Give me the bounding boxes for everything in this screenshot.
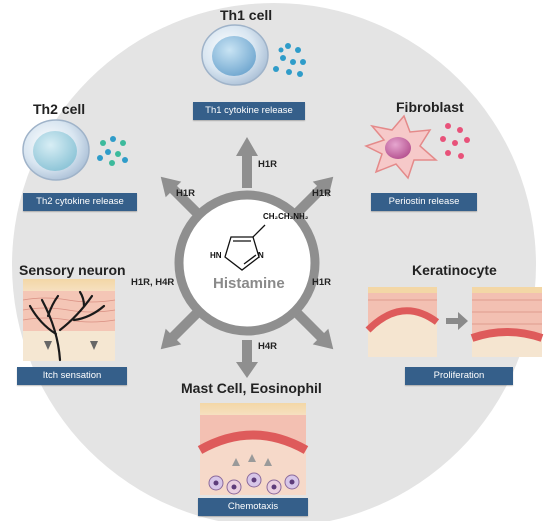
arrow-th1 [242,152,252,188]
keratinocyte-title: Keratinocyte [412,262,497,278]
sensory-neuron-icon [22,279,116,362]
th1-effect-box: Th1 cytokine release [193,102,305,120]
fibroblast-effect-box: Periostin release [371,193,477,211]
histamine-n: N [258,251,264,260]
keratinocyte-icon [365,287,544,357]
histamine-label: Histamine [213,275,285,292]
receptor-label-th2: H1R [176,188,196,199]
sensory-effect-box: Itch sensation [17,367,127,385]
histamine-side-chain: CH₂CH₂NH₂ [263,212,309,221]
arrows [236,137,258,378]
receptor-label-sensory: H1R, H4R [131,277,175,288]
keratinocyte-effect-box: Proliferation [405,367,513,385]
receptor-label-keratinocyte: H1R [312,277,332,288]
th2-title: Th2 cell [33,101,86,117]
mast-cell-title: Mast Cell, Eosinophil [181,380,322,396]
th2-effect-box: Th2 cytokine release [23,193,137,211]
fibroblast-title: Fibroblast [396,99,464,115]
imidazole-structure [224,224,266,271]
mast-effect-box: Chemotaxis [198,498,308,516]
th2-cell-icon [22,119,128,181]
th1-cell-icon [201,24,306,86]
fibroblast-icon [364,114,470,180]
receptor-label-fibroblast: H1R [312,188,332,199]
mast-cell-eosinophil-icon [197,403,309,495]
th1-title: Th1 cell [220,7,273,23]
arrow-mast [242,340,252,366]
sensory-neuron-title: Sensory neuron [19,262,126,278]
receptor-label-th1: H1R [258,159,278,170]
receptor-label-mast: H4R [258,341,278,352]
histamine-nh: HN [210,251,222,260]
histamine-ring [174,190,320,336]
